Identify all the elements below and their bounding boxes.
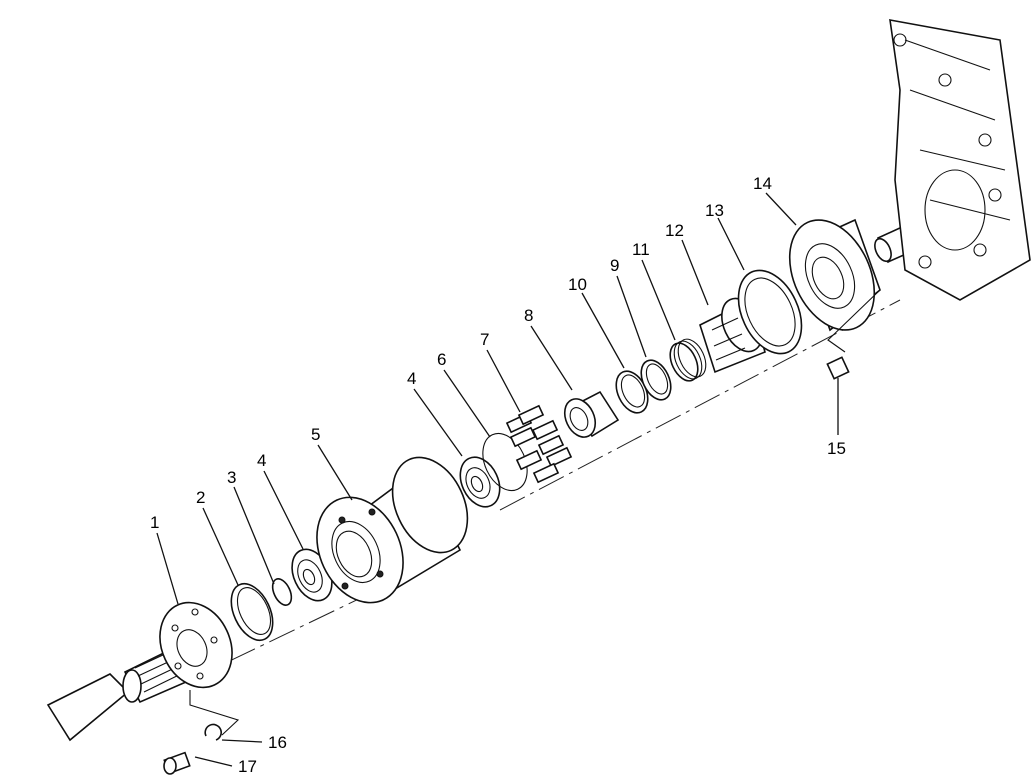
part-10-washer <box>615 370 649 414</box>
part-13-ring <box>737 269 803 355</box>
callout-11: 11 <box>632 240 650 259</box>
part-3-snap-ring <box>271 578 293 606</box>
callout-13: 13 <box>705 201 724 220</box>
leader-lines <box>156 192 797 605</box>
callout-7: 7 <box>480 330 489 349</box>
part-2-ring <box>230 582 274 642</box>
callout-4-upper: 4 <box>407 369 416 388</box>
callout-1: 1 <box>150 513 159 532</box>
part-15-bolt <box>826 289 881 435</box>
part-16-lock-washer <box>189 690 263 743</box>
callout-12: 12 <box>665 221 684 240</box>
callout-6: 6 <box>437 350 446 369</box>
assembly-axis <box>189 299 901 681</box>
callout-3: 3 <box>227 468 236 487</box>
transmission-housing <box>874 19 1031 301</box>
callout-5: 5 <box>311 425 320 444</box>
callout-labels: 1 2 3 4 4 5 6 7 8 9 10 11 12 13 14 15 16… <box>150 174 846 776</box>
part-17-bolt <box>163 751 233 775</box>
part-8-collar <box>563 390 620 438</box>
part-11-spring <box>669 338 707 382</box>
part-4-bearing-upper <box>459 456 501 508</box>
part-6-wire-ring <box>482 432 528 492</box>
callout-9: 9 <box>610 256 619 275</box>
callout-8: 8 <box>524 306 533 325</box>
callout-14: 14 <box>753 174 772 193</box>
callout-17: 17 <box>238 757 257 776</box>
callout-15: 15 <box>827 439 846 458</box>
callout-10: 10 <box>568 275 587 294</box>
callout-16: 16 <box>268 733 287 752</box>
shaft <box>46 673 130 742</box>
part-9-washer <box>640 359 672 401</box>
callout-2: 2 <box>196 488 205 507</box>
callout-4-lower: 4 <box>257 451 266 470</box>
part-5-housing <box>316 456 469 604</box>
part-7-rollers <box>505 404 573 484</box>
part-1-flange <box>159 601 233 689</box>
